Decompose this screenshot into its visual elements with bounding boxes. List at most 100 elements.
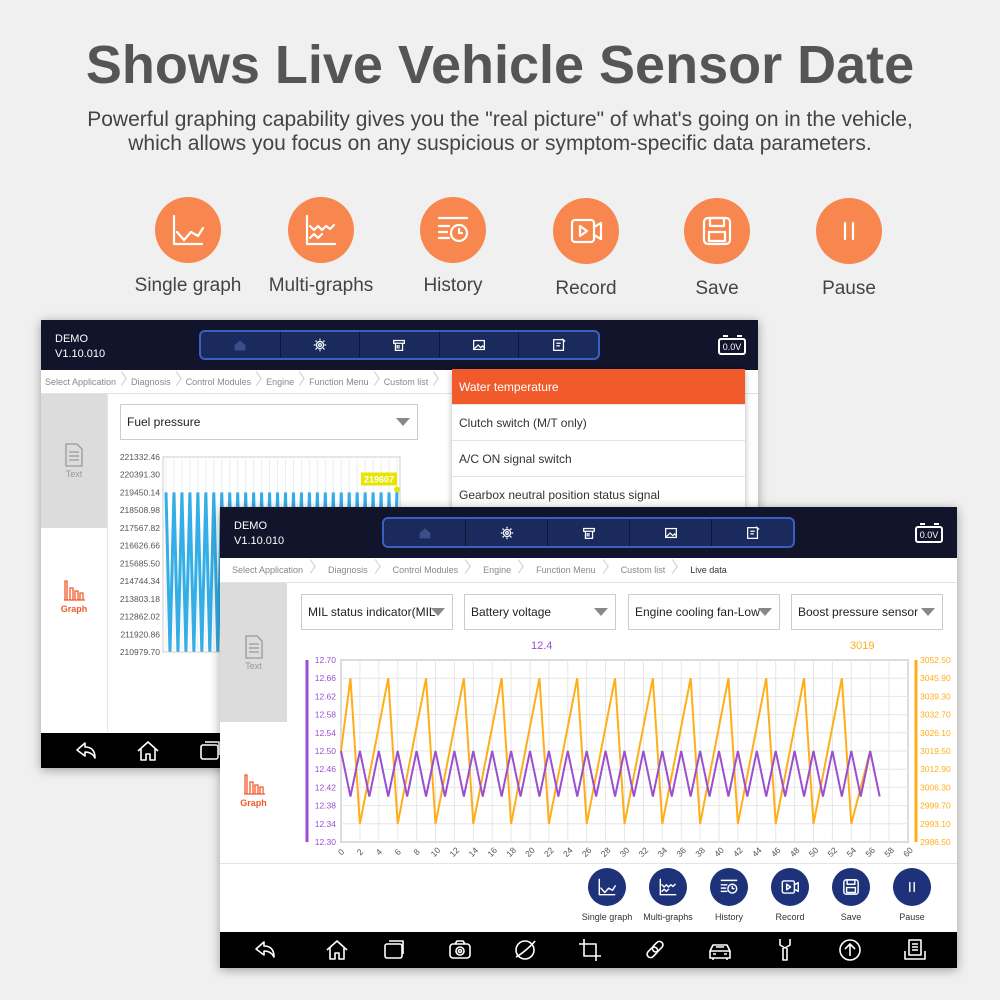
- breadcrumb-item[interactable]: Custom list: [609, 565, 679, 575]
- car-icon[interactable]: [707, 937, 733, 963]
- crop-icon[interactable]: [577, 937, 603, 963]
- version-label: V1.10.010: [55, 348, 106, 360]
- toolbar-gear-button[interactable]: [281, 332, 361, 358]
- back-icon[interactable]: [252, 937, 278, 963]
- documents-icon[interactable]: [902, 937, 928, 963]
- right-y-tick-label: 2993.10: [920, 819, 951, 829]
- breadcrumb-item[interactable]: Custom list: [380, 377, 440, 387]
- wrench-icon[interactable]: [772, 937, 798, 963]
- sensor-select[interactable]: Fuel pressure: [120, 404, 418, 440]
- y-tick-label: 219450.14: [120, 487, 160, 497]
- sidebar-text-tab[interactable]: Text: [220, 583, 287, 722]
- toolbar-home-button[interactable]: [384, 519, 466, 546]
- breadcrumb-item[interactable]: Live data: [690, 565, 727, 575]
- feature-label: History: [423, 275, 483, 296]
- save-icon: [684, 198, 750, 264]
- left-y-tick-label: 12.54: [315, 728, 337, 738]
- left-y-tick-label: 12.62: [315, 691, 337, 701]
- toolbar-report-button[interactable]: [712, 519, 793, 546]
- feature-label: Single graph: [134, 275, 242, 296]
- record-icon: [553, 198, 619, 264]
- toolbar-image-button[interactable]: [440, 332, 520, 358]
- breadcrumb-item[interactable]: Function Menu: [524, 565, 609, 575]
- sensor-select[interactable]: Battery voltage: [464, 594, 616, 630]
- toolbar-gear-button[interactable]: [466, 519, 548, 546]
- left-y-tick-label: 12.42: [315, 782, 337, 792]
- breadcrumb-item[interactable]: Control Modules: [381, 565, 472, 575]
- breadcrumb-item[interactable]: Diagnosis: [316, 565, 381, 575]
- toolbar-image-button[interactable]: [630, 519, 712, 546]
- feature-record: Record: [521, 198, 651, 300]
- breadcrumb-item[interactable]: Engine: [471, 565, 524, 575]
- sensor-select[interactable]: MIL status indicator(MIL: [301, 594, 453, 630]
- record-button[interactable]: Record: [755, 868, 825, 922]
- breadcrumb-item[interactable]: Diagnosis: [127, 377, 182, 387]
- button-label: Record: [775, 912, 805, 922]
- left-y-tick-label: 12.30: [315, 837, 337, 847]
- x-tick-label: 12: [448, 845, 462, 859]
- toolbar-report-button[interactable]: [519, 332, 598, 358]
- boost-pressure-value: 3019: [850, 640, 875, 652]
- subtitle: Powerful graphing capability gives you t…: [87, 108, 913, 155]
- browser-icon[interactable]: [512, 937, 538, 963]
- text-tab-label: Text: [245, 660, 262, 671]
- sensor-select-value: Engine cooling fan-Low: [635, 605, 760, 619]
- toolbar-printer-button[interactable]: [548, 519, 630, 546]
- breadcrumb-item[interactable]: Control Modules: [182, 377, 263, 387]
- left-y-tick-label: 12.46: [315, 764, 337, 774]
- report-icon: [552, 338, 566, 351]
- value-tag: [361, 472, 397, 486]
- right-y-tick-label: 2986.50: [920, 837, 951, 847]
- right-y-tick-label: 3012.90: [920, 764, 951, 774]
- link-icon[interactable]: [642, 937, 668, 963]
- dropdown-option[interactable]: Water temperature: [452, 369, 745, 405]
- breadcrumb-item[interactable]: Engine: [262, 377, 305, 387]
- feature-label: Pause: [822, 278, 876, 299]
- recent-apps-icon[interactable]: [198, 738, 224, 764]
- breadcrumb-item[interactable]: Select Application: [41, 377, 127, 387]
- toolbar-home-button[interactable]: [201, 332, 281, 358]
- single-graph-button[interactable]: Single graph: [572, 868, 642, 922]
- dropdown-option[interactable]: Clutch switch (M/T only): [452, 405, 745, 441]
- button-label: Pause: [899, 912, 925, 922]
- x-tick-label: 18: [504, 845, 518, 859]
- home-icon[interactable]: [324, 937, 350, 963]
- document-icon: [64, 443, 84, 469]
- history-button[interactable]: History: [694, 868, 764, 922]
- recent-apps-icon[interactable]: [382, 937, 408, 963]
- dropdown-option[interactable]: A/C ON signal switch: [452, 441, 745, 477]
- history-icon: [710, 868, 748, 906]
- right-y-tick-label: 2999.70: [920, 801, 951, 811]
- sidebar-graph-tab[interactable]: Graph: [41, 578, 107, 614]
- sensor-select[interactable]: Boost pressure sensor: [791, 594, 943, 630]
- feature-label: Save: [695, 278, 739, 299]
- save-button[interactable]: Save: [816, 868, 886, 922]
- save-icon: [832, 868, 870, 906]
- sensor-select-value: Battery voltage: [471, 605, 552, 619]
- right-y-tick-label: 3006.30: [920, 782, 951, 792]
- breadcrumb-item[interactable]: Function Menu: [305, 377, 380, 387]
- toolbar-printer-button[interactable]: [360, 332, 440, 358]
- breadcrumb-item[interactable]: Select Application: [220, 565, 316, 575]
- gear-icon: [313, 338, 327, 352]
- home-icon[interactable]: [135, 738, 161, 764]
- top-toolbar: [199, 330, 600, 360]
- y-tick-label: 218508.98: [120, 505, 160, 515]
- camera-icon[interactable]: [447, 937, 473, 963]
- pause-button[interactable]: Pause: [877, 868, 947, 922]
- multi-graphs-button[interactable]: Multi-graphs: [633, 868, 703, 922]
- sidebar-text-tab[interactable]: Text: [41, 394, 107, 528]
- sensor-select[interactable]: Engine cooling fan-Low: [628, 594, 780, 630]
- bar-chart-icon: [62, 578, 86, 604]
- back-icon[interactable]: [73, 738, 99, 764]
- x-tick-label: 58: [882, 845, 896, 859]
- sidebar-graph-tab[interactable]: Graph: [220, 772, 287, 808]
- image-icon: [664, 527, 677, 538]
- document-icon: [244, 634, 264, 661]
- upload-icon[interactable]: [837, 937, 863, 963]
- button-label: Multi-graphs: [643, 912, 693, 922]
- x-tick-label: 44: [750, 845, 764, 859]
